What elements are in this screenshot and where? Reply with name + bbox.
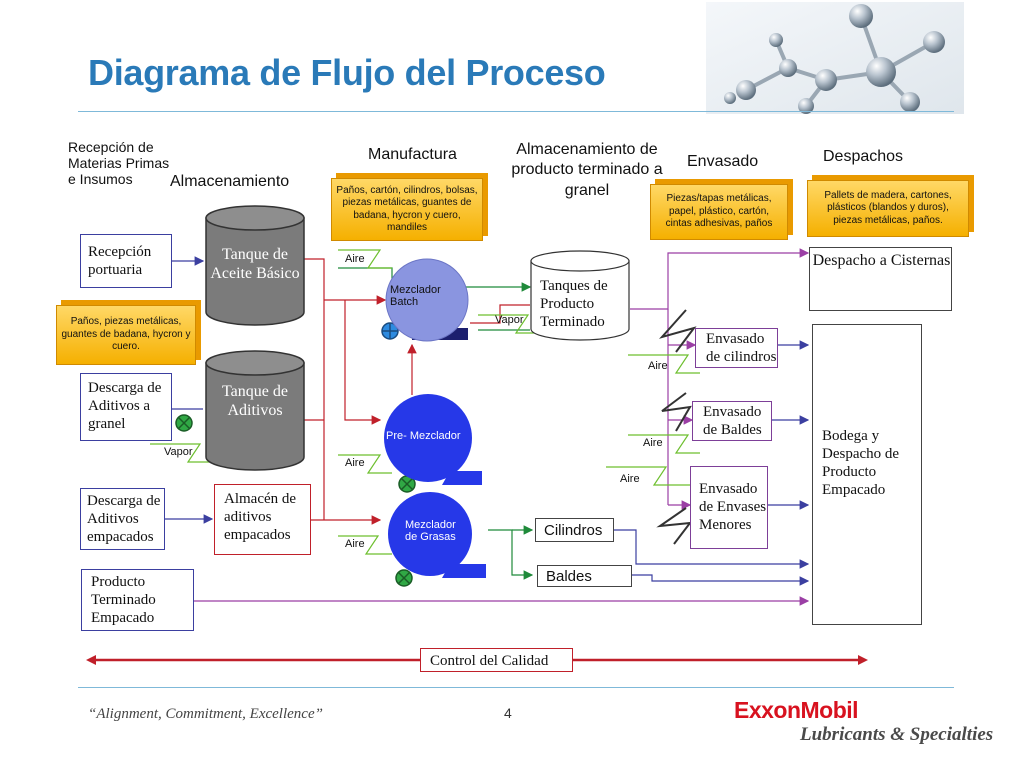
quality-control-label: Control del Calidad [430,653,549,669]
note-reception-materials: Paños, piezas metálicas, guantes de bada… [56,305,196,365]
air-label-grease: Aire [345,538,365,550]
header-bulk-storage: Almacenamiento de producto terminado a g… [511,141,663,199]
finished-product-tank [530,250,630,341]
grease-mixer-label: Mezclador de Grasas [405,519,456,543]
port-reception-box: Recepción portuaria [80,234,172,288]
title-divider [78,111,954,112]
air-label-small: Aire [620,473,640,485]
header-packaging: Envasado [687,153,759,170]
cistern-dispatch-box: Despacho a Cisternas [809,247,952,311]
buckets-box: Baldes [537,565,632,587]
note-packaging-materials: Piezas/tapas metálicas, papel, plástico,… [650,184,788,240]
cylinders-box: Cilindros [535,518,614,542]
bucket-packaging-label: Envasado de Baldes [703,404,762,438]
bucket-packaging-box: Envasado de Baldes [692,401,772,441]
batch-mixer [385,258,469,342]
bulk-additives-label: Descarga de Aditivos a granel [88,380,162,432]
cistern-dispatch-label: Despacho a Cisternas [812,252,951,269]
finished-product-tank-label: Tanques de Producto Terminado [540,278,608,330]
finished-packed-label: Producto Terminado Empacado [91,574,156,626]
additives-tank [205,350,305,471]
note-dispatch-materials: Pallets de madera, cartones, plásticos (… [807,180,969,237]
header-manufacturing: Manufactura [368,146,457,163]
molecule-image [706,2,964,114]
buckets-label: Baldes [546,568,592,585]
warehouse-label: Bodega y Despacho de Producto Empacado [822,428,900,498]
grease-mixer [388,492,486,578]
steam-label-additives: Vapor [164,446,193,458]
air-label-premixer: Aire [345,457,365,469]
warehouse-box: Bodega y Despacho de Producto Empacado [812,324,922,625]
pre-mixer [384,394,482,485]
page-title: Diagrama de Flujo del Proceso [88,52,606,93]
cylinder-packaging-label: Envasado de cilindros [706,331,777,365]
brand-logo: ExxonMobil [734,697,859,723]
packed-additives-storage-label: Almacén de aditivos empacados [224,491,297,543]
steam-label-finished: Vapor [495,314,524,326]
header-reception: Recepción de Materias Primas e Insumos [68,139,170,188]
port-reception-label: Recepción portuaria [88,244,152,278]
packed-additives-label: Descarga de Aditivos empacados [87,493,161,545]
small-container-packaging-box: Envasado de Envases Menores [690,466,768,549]
air-label-cylinders: Aire [648,360,668,372]
small-container-packaging-label: Envasado de Envases Menores [699,481,767,533]
finished-packed-box: Producto Terminado Empacado [81,569,194,631]
header-storage: Almacenamiento [170,173,290,190]
header-dispatch: Despachos [823,148,904,165]
cylinders-label: Cilindros [544,522,603,539]
cylinder-packaging-box: Envasado de cilindros [695,328,778,368]
brand-subtitle: Lubricants & Specialties [800,724,994,745]
batch-mixer-label: Mezclador Batch [390,284,441,308]
packed-additives-box: Descarga de Aditivos empacados [80,488,165,550]
base-oil-tank [205,205,305,326]
footer-divider [78,687,954,688]
air-label-batch: Aire [345,253,365,265]
page-number: 4 [504,705,512,721]
pre-mixer-label: Pre- Mezclador [386,430,461,442]
air-label-buckets: Aire [643,437,663,449]
additives-tank-label: Tanque de Aditivos [222,383,288,420]
footer-slogan: “Alignment, Commitment, Excellence” [88,706,323,722]
bulk-additives-box: Descarga de Aditivos a granel [80,373,172,441]
note-manufacturing-materials: Paños, cartón, cilindros, bolsas, piezas… [331,178,483,241]
quality-control-box: Control del Calidad [420,648,573,672]
packed-additives-storage-box: Almacén de aditivos empacados [214,484,311,555]
base-oil-tank-label: Tanque de Aceite Básico [210,246,300,283]
